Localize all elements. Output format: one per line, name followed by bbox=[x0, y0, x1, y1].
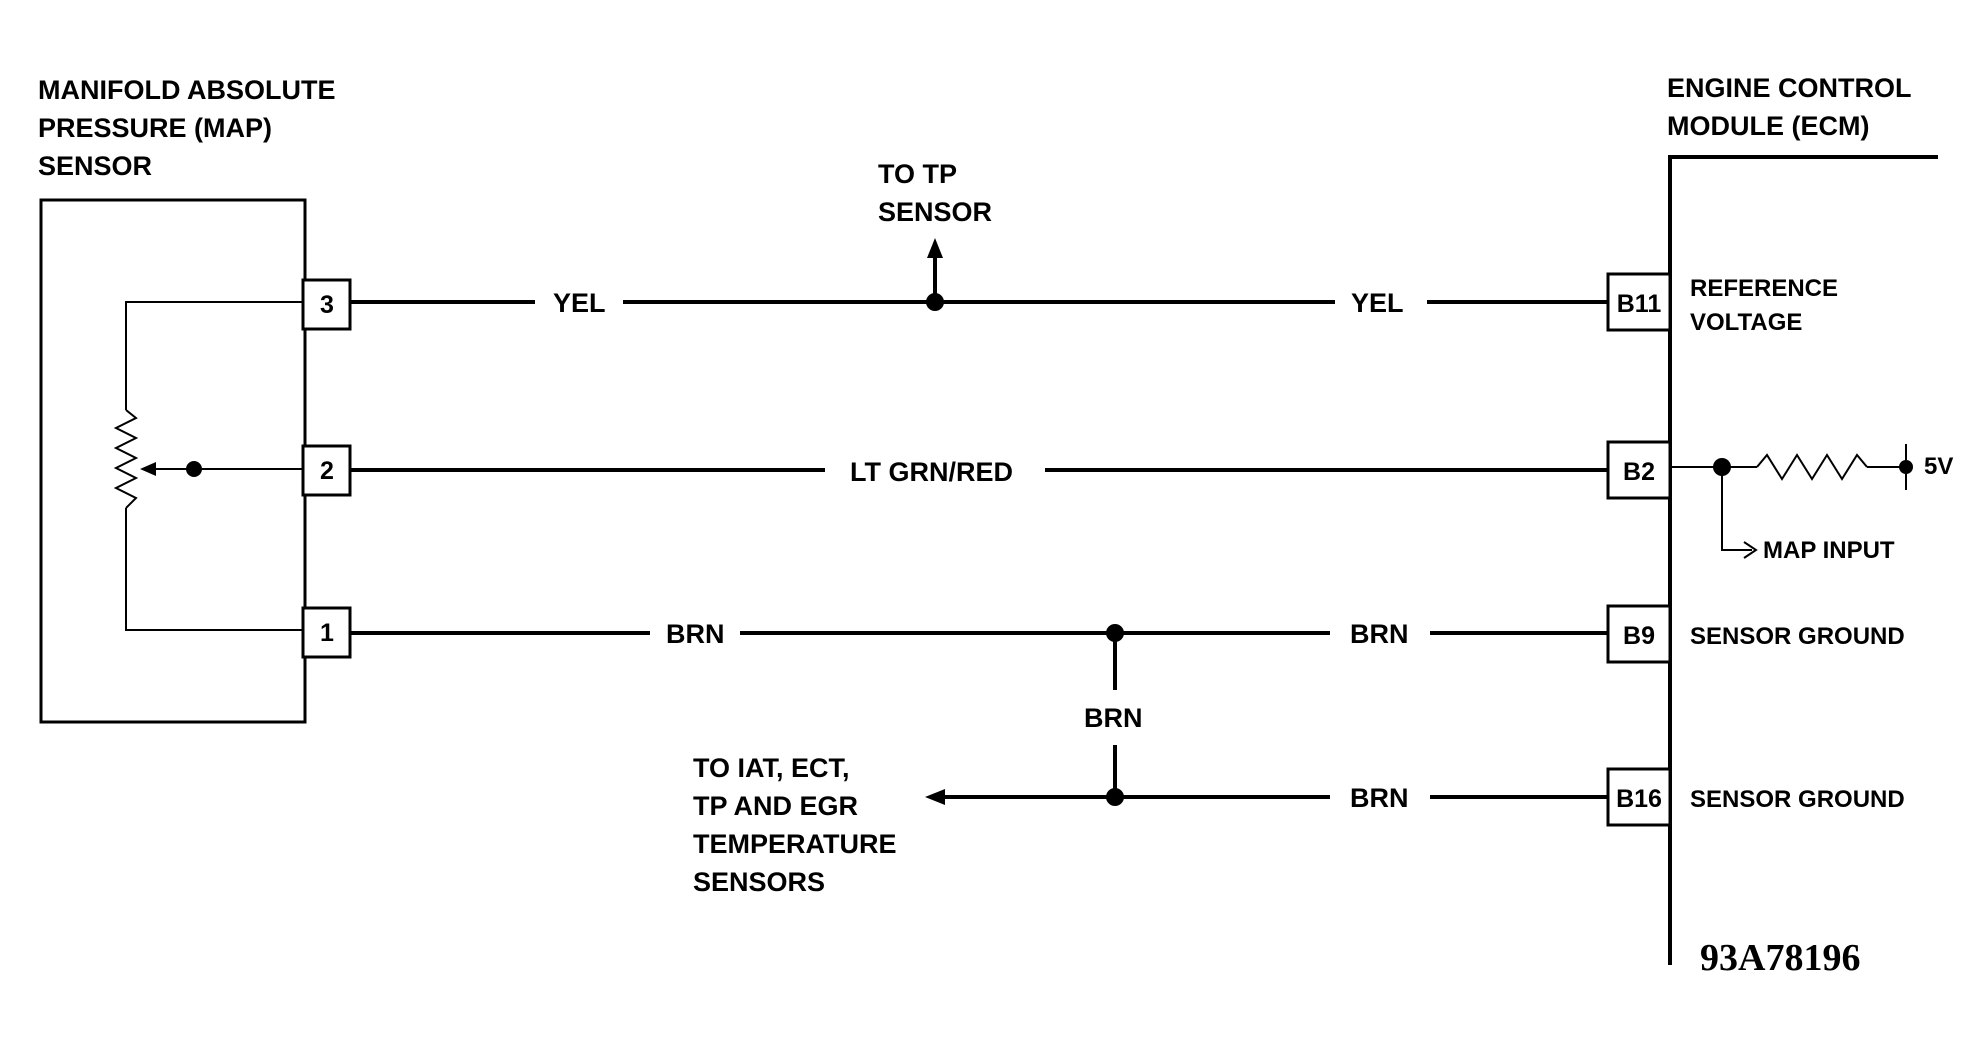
map-sensor-title-line-2: PRESSURE (MAP) bbox=[38, 113, 272, 143]
ground-wire-label-right: BRN bbox=[1350, 619, 1409, 649]
supply-voltage-label: 5V bbox=[1924, 453, 1953, 480]
potentiometer-bottom-lead bbox=[125, 508, 304, 631]
ground-wire-label-left: BRN bbox=[666, 619, 725, 649]
ecm-pin-b2-label: B2 bbox=[1623, 458, 1655, 486]
reference-wire-label-left: YEL bbox=[553, 288, 606, 318]
ecm-title-line-1: ENGINE CONTROL bbox=[1667, 73, 1912, 103]
signal-wire-label: LT GRN/RED bbox=[850, 457, 1013, 487]
tp-sensor-branch-line-2: SENSOR bbox=[878, 197, 992, 227]
b11-description-line-2: VOLTAGE bbox=[1690, 309, 1802, 336]
lower-ground-wire-label: BRN bbox=[1350, 783, 1409, 813]
ecm-outline bbox=[1668, 155, 1938, 965]
b9-description: SENSOR GROUND bbox=[1690, 623, 1905, 650]
ecm-pin-b16-label: B16 bbox=[1616, 785, 1662, 813]
pin-3-label: 3 bbox=[320, 291, 334, 319]
map-sensor-pin-3: 3 bbox=[301, 278, 352, 331]
map-sensor-title-line-1: MANIFOLD ABSOLUTE bbox=[38, 75, 335, 105]
ecm-title-line-2: MODULE (ECM) bbox=[1667, 111, 1869, 141]
figure-id: 93A78196 bbox=[1700, 937, 1860, 979]
lower-ground-wire: BRN bbox=[925, 783, 1610, 813]
reference-wire-label-right: YEL bbox=[1351, 288, 1404, 318]
potentiometer-top-lead bbox=[125, 301, 304, 410]
signal-wire: LT GRN/RED bbox=[350, 457, 1610, 487]
arrow-left-icon bbox=[925, 789, 945, 805]
supply-node-dot bbox=[1899, 460, 1913, 474]
other-sensors-branch: TO IAT, ECT, TP AND EGR TEMPERATURE SENS… bbox=[693, 753, 897, 897]
map-sensor-title: MANIFOLD ABSOLUTE PRESSURE (MAP) SENSOR bbox=[38, 75, 335, 181]
map-sensor-body bbox=[39, 198, 307, 724]
resistor-icon bbox=[113, 409, 139, 509]
ecm-pullup-circuit: 5V MAP INPUT bbox=[1670, 444, 1953, 564]
ecm-pin-b2: B2 bbox=[1606, 440, 1672, 500]
ground-wire: BRN BRN BRN bbox=[350, 619, 1610, 797]
other-sensors-line-2: TP AND EGR bbox=[693, 791, 858, 821]
tp-sensor-branch-line-1: TO TP bbox=[878, 159, 957, 189]
pin-1-label: 1 bbox=[320, 619, 334, 647]
map-sensor-title-line-3: SENSOR bbox=[38, 151, 152, 181]
wiper-junction-dot bbox=[186, 461, 202, 477]
ecm-pin-b16: B16 bbox=[1606, 767, 1672, 827]
ecm-pin-b9-label: B9 bbox=[1623, 622, 1655, 650]
pullup-resistor-icon bbox=[1756, 453, 1868, 481]
ground-vertical-label: BRN bbox=[1084, 703, 1143, 733]
arrow-up-icon bbox=[927, 238, 943, 258]
b16-description: SENSOR GROUND bbox=[1690, 786, 1905, 813]
map-input-arrow-icon bbox=[1743, 541, 1758, 559]
ecm-pin-b11-label: B11 bbox=[1617, 290, 1662, 318]
b11-description-line-1: REFERENCE bbox=[1690, 275, 1838, 302]
map-input-lead bbox=[1721, 467, 1752, 551]
ecm-pin-b9: B9 bbox=[1606, 604, 1672, 664]
ecm-pin-b11: B11 bbox=[1606, 272, 1672, 332]
map-sensor-potentiometer bbox=[113, 301, 304, 631]
map-input-label: MAP INPUT bbox=[1763, 537, 1895, 564]
ecm-title: ENGINE CONTROL MODULE (ECM) bbox=[1667, 73, 1912, 141]
wiper-arrow-icon bbox=[140, 462, 156, 476]
map-sensor-pin-2: 2 bbox=[301, 444, 352, 497]
other-sensors-line-3: TEMPERATURE bbox=[693, 829, 897, 859]
other-sensors-line-4: SENSORS bbox=[693, 867, 825, 897]
other-sensors-line-1: TO IAT, ECT, bbox=[693, 753, 850, 783]
map-sensor-pin-1: 1 bbox=[301, 606, 352, 659]
reference-wire: YEL YEL bbox=[350, 238, 1610, 318]
pin-2-label: 2 bbox=[320, 457, 334, 485]
